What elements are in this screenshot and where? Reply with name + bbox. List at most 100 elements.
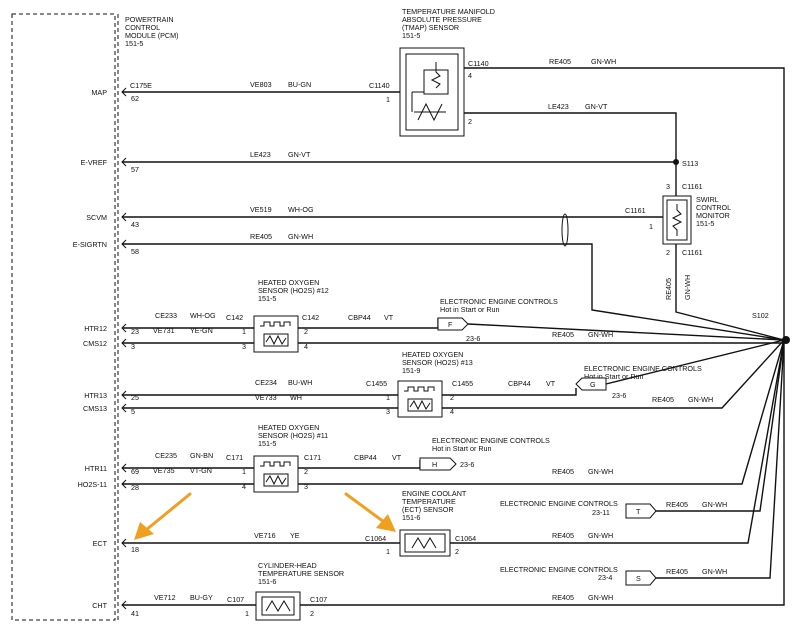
reference-h-title: ELECTRONIC ENGINE CONTROLS <box>432 436 550 445</box>
wire-labels-cht: VE712 BU-GY RE405 GN-WH <box>154 593 613 602</box>
cht-pin-1: 1 <box>245 609 249 618</box>
tmap-label-4: 151-5 <box>402 31 420 40</box>
ho2s12-label-2: SENSOR (HO2S) #12 <box>258 286 329 295</box>
wire-ve803: VE803 <box>250 80 272 89</box>
ect-label-4: 151-6 <box>402 513 420 522</box>
tmap-label-2: ABSOLUTE PRESSURE <box>402 15 482 24</box>
wire-wh: WH <box>290 393 302 402</box>
ect-connector-right: C1064 <box>455 534 476 543</box>
wire-ve519: VE519 <box>250 205 272 214</box>
reference-h-page: 23-6 <box>460 460 474 469</box>
pin-num-cms12: 3 <box>131 342 135 351</box>
cht-label-2: TEMPERATURE SENSOR <box>258 569 344 578</box>
ho2s13-pin-2: 2 <box>450 393 454 402</box>
tmap-pin-4: 4 <box>468 71 472 80</box>
wire-gn-wh-s: GN-WH <box>702 567 727 576</box>
pin-name-map: MAP <box>91 88 107 97</box>
wire-ve731: VE731 <box>153 326 175 335</box>
wire-labels-ho2s12: CE233 WH-OG VE731 YE-GN CBP44 VT RE405 G… <box>153 311 613 339</box>
tmap-label-1: TEMPERATURE MANIFOLD <box>402 7 495 16</box>
ho2s13-connector-left: C1455 <box>366 379 387 388</box>
pcm-connector-c175e: C175E <box>130 81 152 90</box>
ect-pin-1: 1 <box>386 547 390 556</box>
pin-num-scvm: 43 <box>131 220 139 229</box>
wire-ve716: VE716 <box>254 531 276 540</box>
ho2s13-pin-1: 1 <box>386 393 390 402</box>
swirl-label-1: SWIRL <box>696 195 719 204</box>
wire-ce233: CE233 <box>155 311 177 320</box>
ho2s11-label-2: SENSOR (HO2S) #11 <box>258 431 328 440</box>
ho2s12-label-1: HEATED OXYGEN <box>258 278 319 287</box>
wire-gn-wh-ho2s11: GN-WH <box>588 467 613 476</box>
wire-gn-vt-tmap: GN-VT <box>585 102 608 111</box>
ho2s11-label-1: HEATED OXYGEN <box>258 423 319 432</box>
pcm-pins: MAP 62 E-VREF 57 SCVM 43 E-SIGRTN 58 HTR… <box>73 88 139 618</box>
wires-ect <box>122 339 785 544</box>
cht-pin-2: 2 <box>310 609 314 618</box>
wire-vt-ho2s13: VT <box>546 379 556 388</box>
pin-num-cht: 41 <box>131 609 139 618</box>
ho2s13-sensor: HEATED OXYGEN SENSOR (HO2S) #13 151-9 C1… <box>366 350 473 418</box>
splice-s113: S113 <box>682 159 698 168</box>
ho2s13-label-3: 151-9 <box>402 366 420 375</box>
reference-s: ELECTRONIC ENGINE CONTROLS 23-4 S RE405 … <box>500 339 785 586</box>
ect-sensor: ENGINE COOLANT TEMPERATURE (ECT) SENSOR … <box>365 489 476 557</box>
swirl-pin-1: 1 <box>649 222 653 231</box>
wire-bu-gy: BU-GY <box>190 593 213 602</box>
wire-ve735: VE735 <box>153 466 175 475</box>
pin-name-cht: CHT <box>92 601 107 610</box>
swirl-pin-2: 2 <box>666 248 670 257</box>
wire-vt-ho2s11: VT <box>392 453 402 462</box>
pin-num-evref: 57 <box>131 165 139 174</box>
swirl-label-3: MONITOR <box>696 211 730 220</box>
reference-t-page: 23-11 <box>592 508 610 517</box>
tmap-pin-1: 1 <box>386 95 390 104</box>
pin-num-htr11: 69 <box>131 467 139 476</box>
ho2s13-label-1: HEATED OXYGEN <box>402 350 463 359</box>
reference-f-letter: F <box>448 320 453 329</box>
ect-pin-2: 2 <box>455 547 459 556</box>
wire-ye: YE <box>290 531 300 540</box>
wire-wh-og-ho2s12: WH-OG <box>190 311 216 320</box>
reference-f-page: 23-6 <box>466 334 480 343</box>
wire-labels-top: VE803 BU-GN RE405 GN-WH LE423 GN-VT LE42… <box>250 57 692 300</box>
ho2s12-sensor: HEATED OXYGEN SENSOR (HO2S) #12 151-5 C1… <box>226 278 329 353</box>
reference-f-title: ELECTRONIC ENGINE CONTROLS <box>440 297 558 306</box>
cht-connector-left: C107 <box>227 595 244 604</box>
wire-ve712: VE712 <box>154 593 176 602</box>
wire-re405-ect: RE405 <box>552 531 574 540</box>
ho2s12-connector-left: C142 <box>226 313 243 322</box>
wire-wh-og-scvm: WH-OG <box>288 205 314 214</box>
tmap-pin-2: 2 <box>468 117 472 126</box>
pin-num-ect: 18 <box>131 545 139 554</box>
reference-g: ELECTRONIC ENGINE CONTROLS Hot in Start … <box>575 339 785 400</box>
pcm-title-3: MODULE (PCM) <box>125 31 179 40</box>
ho2s13-connector-right: C1455 <box>452 379 473 388</box>
cht-connector-right: C107 <box>310 595 327 604</box>
wire-gn-wh-t: GN-WH <box>702 500 727 509</box>
ho2s13-pin-3: 3 <box>386 407 390 416</box>
ho2s11-connector-right: C171 <box>304 453 321 462</box>
wire-bu-wh: BU-WH <box>288 378 312 387</box>
wire-vt-gn: VT-GN <box>190 466 212 475</box>
reference-s-page: 23-4 <box>598 573 612 582</box>
wire-ye-gn: YE-GN <box>190 326 213 335</box>
wire-bu-gn: BU-GN <box>288 80 311 89</box>
reference-s-letter: S <box>636 574 641 583</box>
reference-g-hot: Hot in Start or Run <box>584 372 644 381</box>
wires-cht <box>122 340 785 606</box>
swirl-pin-3: 3 <box>666 182 670 191</box>
wire-cbp44-ho2s11: CBP44 <box>354 453 377 462</box>
wire-labels-ect: VE716 YE RE405 GN-WH <box>254 531 613 540</box>
ect-label-3: (ECT) SENSOR <box>402 505 454 514</box>
reference-h-letter: H <box>432 460 437 469</box>
wire-ce235: CE235 <box>155 451 177 460</box>
swirl-label-2: CONTROL <box>696 203 731 212</box>
wire-gn-wh-ho2s13: GN-WH <box>688 395 713 404</box>
wire-re405-esigrtn: RE405 <box>250 232 272 241</box>
reference-h: ELECTRONIC ENGINE CONTROLS Hot in Start … <box>419 436 550 471</box>
wire-labels-ho2s13: CE234 BU-WH VE733 WH CBP44 VT RE405 GN-W… <box>255 378 713 404</box>
wire-gn-wh-ect: GN-WH <box>588 531 613 540</box>
ho2s12-pin-1: 1 <box>242 327 246 336</box>
